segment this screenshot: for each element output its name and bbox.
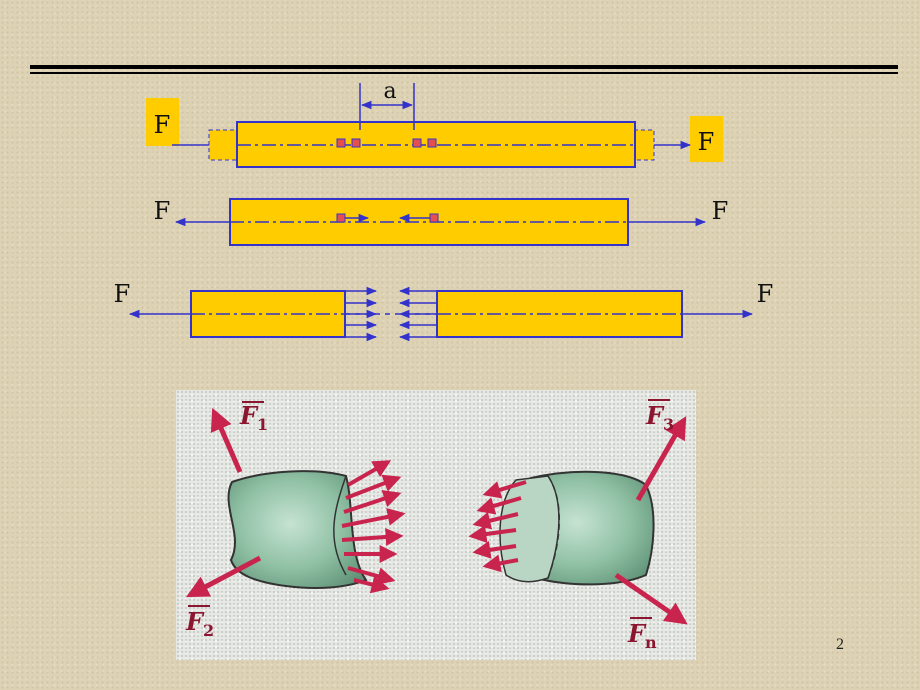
header-rule-thin [30,72,898,74]
rock-fracture-illustration: F1 F2 F3 Fn [185,399,688,652]
internal-force-arrows-right [398,286,437,342]
force-1-label: F1 [239,401,268,434]
svg-text:Fn: Fn [627,619,657,652]
split-left-force-label: F [114,280,131,308]
svg-text:F2: F2 [185,607,214,640]
force-3-arrow [635,416,687,502]
left-stress-arrows [341,460,406,594]
middle-right-force-label: F [712,197,729,225]
left-fracture-edge [333,475,347,576]
svg-text:F3: F3 [645,401,674,434]
gauge-mark [427,138,437,148]
force-1-arrow [210,407,243,473]
gauge-mark [336,138,346,148]
force-n-label: Fn [627,617,657,652]
top-bar-diagram: F F a [146,79,723,168]
top-right-force-label: F [698,128,715,156]
right-stress-arrows [468,480,527,573]
gauge-length-label: a [383,79,396,104]
force-3-label: F3 [645,399,674,434]
force-n-arrow [614,572,688,625]
svg-text:F1: F1 [239,401,268,434]
middle-bar-diagram: F F [154,197,729,246]
force-2-arrow [186,555,262,598]
rock-fracture-photo: F1 F2 F3 Fn [176,390,696,660]
force-2-label: F2 [185,605,214,640]
split-bar-diagram: F F [114,280,774,342]
left-grip-dashed [208,129,240,161]
middle-left-force-label: F [154,197,171,225]
right-grip-dashed [633,129,655,161]
gauge-mark [429,213,439,223]
split-right-force-label: F [757,280,774,308]
left-force-label-box [146,98,179,146]
header-rule-thick [30,65,898,69]
gauge-mark [336,213,346,223]
page-number: 2 [836,636,844,653]
left-rock-piece [227,470,368,589]
top-left-force-label: F [154,111,171,139]
gauge-mark [351,138,361,148]
internal-force-arrows-left [345,286,378,342]
right-force-label-box [690,116,723,162]
gauge-mark [412,138,422,148]
right-fracture-surface [499,475,560,583]
right-fracture-edge [547,475,560,579]
